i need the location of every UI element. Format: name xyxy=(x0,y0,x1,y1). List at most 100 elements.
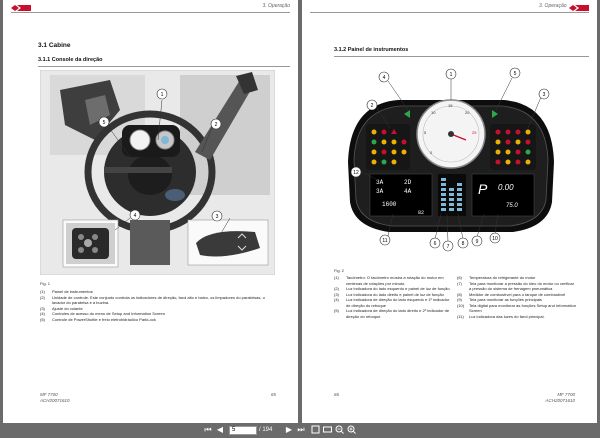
page-header-section: 3. Operação xyxy=(539,3,567,9)
legend-item: (7)Tela para monitorar a pressão do óleo… xyxy=(457,280,574,292)
figure-caption: Fig. 1 xyxy=(40,281,51,286)
callout-8: 8 xyxy=(457,237,469,249)
footer-code: ACH20071610 xyxy=(40,397,70,403)
callout-3: 3 xyxy=(538,88,550,100)
fit-width-icon[interactable] xyxy=(322,425,332,435)
fit-page-icon[interactable] xyxy=(310,425,320,435)
svg-text:20: 20 xyxy=(465,110,470,115)
figure-caption: Fig. 2 xyxy=(334,268,345,273)
footer-code: ACH20071610 xyxy=(545,397,575,403)
left-page: 3. Operação 3.1 Cabine 3.1.1 Console da … xyxy=(3,0,298,423)
subsection-title: 3.1.1 Console da direção xyxy=(38,57,103,63)
legend-item: (8)Medidor de combustível para o tanque … xyxy=(457,291,566,297)
svg-text:11: 11 xyxy=(382,238,387,244)
callout-2: 2 xyxy=(366,99,378,111)
callout-1: 1 xyxy=(156,88,168,100)
callout-2: 2 xyxy=(210,118,222,130)
svg-text:8: 8 xyxy=(462,241,465,247)
legend-item: (10)Tela digital para monitorar as funçõ… xyxy=(457,302,576,314)
svg-text:82: 82 xyxy=(418,210,424,216)
figure-legend-left: (1)Tacômetro: O tacômetro mostra a rotaç… xyxy=(334,275,452,319)
page-number-input[interactable]: 5 xyxy=(229,426,257,435)
svg-text:1600: 1600 xyxy=(382,201,397,208)
callout-4: 4 xyxy=(378,71,390,83)
callout-6: 6 xyxy=(429,237,441,249)
callout-3: 3 xyxy=(211,210,223,222)
right-page: 3. Operação 3.1.2 Painel de instrumentos… xyxy=(302,0,597,423)
figure-legend: (1)Painel de instrumentos (2)Unidade de … xyxy=(40,289,277,322)
brand-logo xyxy=(569,5,589,11)
legend-item: (4)Luz indicadora de direção do lado esq… xyxy=(334,297,450,308)
svg-text:P: P xyxy=(478,181,488,197)
legend-item: (4)Controles de acesso do menu de Setup … xyxy=(40,311,165,316)
callout-7: 7 xyxy=(442,240,454,252)
previous-page-button[interactable]: ◀ xyxy=(216,425,224,434)
header-divider xyxy=(310,12,589,13)
callout-12: 12 xyxy=(350,166,362,178)
svg-text:10: 10 xyxy=(431,110,436,115)
legend-item: (9)Tela para monitorar as funções princi… xyxy=(457,297,542,302)
svg-text:3: 3 xyxy=(543,92,546,98)
footer-model: MF 7700 xyxy=(40,392,58,397)
legend-item: (3)Ajuste do volante xyxy=(40,305,83,311)
svg-text:5: 5 xyxy=(514,71,517,77)
svg-text:25: 25 xyxy=(472,130,477,135)
legend-item: (3)Luz indicadora do lado direito e pain… xyxy=(334,291,444,297)
page-number: 66 xyxy=(334,392,340,397)
svg-text:7: 7 xyxy=(447,244,450,250)
figure-legend-right: (6)Temperatura do refrigerante do motor … xyxy=(457,275,577,319)
zoom-in-icon[interactable] xyxy=(346,425,356,435)
legend-item: (11)Luz indicadora das luzes do farol pr… xyxy=(457,313,545,319)
section-title: 3.1 Cabine xyxy=(38,42,71,49)
svg-text:5: 5 xyxy=(424,130,427,135)
callout-5: 5 xyxy=(98,116,110,128)
svg-text:1: 1 xyxy=(161,92,164,98)
last-page-button[interactable]: ⏭ xyxy=(297,425,305,434)
svg-text:1: 1 xyxy=(450,72,453,78)
svg-text:15: 15 xyxy=(448,103,453,108)
svg-text:4A: 4A xyxy=(404,188,412,195)
svg-text:2: 2 xyxy=(371,103,374,109)
viewer-toolbar: ⏮ ◀ 5 / 194 ▶ ⏭ xyxy=(0,423,600,438)
svg-text:2: 2 xyxy=(215,122,218,128)
legend-item: (6)Temperatura do refrigerante do motor xyxy=(457,275,536,280)
zoom-out-icon[interactable] xyxy=(334,425,344,435)
steering-console-figure: 1 2 3 4 5 xyxy=(40,70,275,275)
next-page-button[interactable]: ▶ xyxy=(285,425,293,434)
subsection-divider xyxy=(38,66,290,67)
brand-logo xyxy=(11,5,31,11)
legend-item: (5)Controle de PowerShuttle e freio elet… xyxy=(40,316,156,322)
svg-text:3A: 3A xyxy=(376,179,384,186)
callout-4: 4 xyxy=(129,209,141,221)
page-footer: MF 7700 ACH20071610 xyxy=(40,392,70,403)
callout-5: 5 xyxy=(509,67,521,79)
svg-text:0: 0 xyxy=(430,150,433,155)
svg-text:4: 4 xyxy=(383,75,386,81)
legend-item: (1)Tacômetro: O tacômetro mostra a rotaç… xyxy=(334,275,444,286)
footer-model: MF 7700 xyxy=(557,392,575,397)
page-footer: MF 7700 ACH20071610 xyxy=(545,392,575,403)
subsection-title: 3.1.2 Painel de instrumentos xyxy=(334,47,409,53)
svg-text:10: 10 xyxy=(492,236,498,242)
svg-text:12: 12 xyxy=(353,170,359,176)
callout-9: 9 xyxy=(471,235,483,247)
svg-text:9: 9 xyxy=(476,239,479,245)
legend-item: (5)Luz indicadora de direção do lado dir… xyxy=(334,308,450,319)
svg-text:3: 3 xyxy=(216,214,219,220)
page-count: / 194 xyxy=(259,427,273,433)
svg-text:3A: 3A xyxy=(376,188,384,195)
header-divider xyxy=(11,12,290,13)
callout-11: 11 xyxy=(379,234,391,246)
svg-text:0.00: 0.00 xyxy=(498,183,514,192)
callout-1: 1 xyxy=(445,68,457,80)
svg-text:5: 5 xyxy=(103,120,106,126)
instrument-panel-figure: 0 5 10 15 20 25 3A 3A 2D 4 xyxy=(338,62,564,264)
svg-text:2D: 2D xyxy=(404,179,412,186)
subsection-divider xyxy=(334,56,589,57)
legend-item: (2)Luz indicadora do lado esquerdo e pai… xyxy=(334,286,450,291)
legend-item: (1)Painel de instrumentos xyxy=(40,289,93,294)
first-page-button[interactable]: ⏮ xyxy=(204,425,212,434)
svg-text:4: 4 xyxy=(134,213,137,219)
legend-item: (2)Unidade de controle. Este conjunto co… xyxy=(40,294,265,306)
svg-text:6: 6 xyxy=(434,241,437,247)
